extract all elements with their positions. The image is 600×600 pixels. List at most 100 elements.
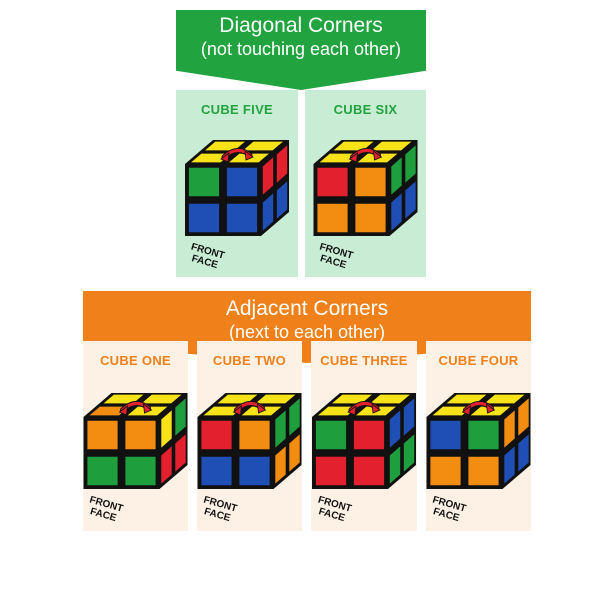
right-face [388,396,416,486]
front-face [187,166,259,234]
sticker [261,155,275,197]
sticker [482,393,527,405]
sticker [430,405,475,417]
cube-label: CUBE THREE [320,353,408,368]
front-face [314,419,386,487]
rotation-arrow-icon [118,401,153,416]
sticker [368,393,412,405]
sticker [160,444,173,486]
diagonal-corners-header: Diagonal Corners (not touching each othe… [176,10,426,90]
sticker [274,444,287,486]
front-face [200,419,271,487]
sticker [174,432,187,474]
sticker [388,444,402,486]
sticker [87,405,132,417]
sticker [429,419,462,451]
sticker [225,202,259,234]
sticker [369,140,414,152]
sticker [86,455,119,487]
cube-label: CUBE SIX [333,102,398,117]
sticker [402,432,416,474]
sticker [352,455,386,487]
sticker [314,455,348,487]
top-face [87,393,184,417]
sticker [124,419,157,451]
sticker [390,191,403,233]
sticker [124,455,157,487]
cube-label: CUBE FIVE [200,102,274,117]
sticker [288,396,301,438]
sticker [317,152,362,164]
right-face [390,143,417,233]
sticker [174,396,187,438]
sticker [275,143,289,185]
sticker [200,419,233,451]
front-face [429,419,500,487]
section-title: Adjacent Corners [225,297,389,320]
sticker [238,419,271,451]
cube-label: CUBE FOUR [438,353,519,368]
sticker [288,432,301,474]
sticker [86,419,119,451]
rotation-arrow-icon [461,401,496,416]
sticker [352,419,386,451]
sticker [225,166,259,198]
sticker [503,408,516,450]
sticker [404,143,417,185]
sticker [139,393,184,405]
sticker [517,432,530,474]
right-face [261,143,289,233]
sticker [314,419,348,451]
sticker [238,455,271,487]
right-face [160,396,187,486]
sticker [390,155,403,197]
sticker [160,408,173,450]
sticker [354,166,387,198]
sticker [404,179,417,221]
sticker [503,444,516,486]
sticker [467,419,500,451]
right-face [503,396,530,486]
sticker [467,455,500,487]
sticker [261,191,275,233]
sticker [274,408,287,450]
rotation-arrow-icon [348,148,383,163]
sticker [275,179,289,221]
front-face [316,166,387,234]
sticker [316,405,360,417]
sticker [388,408,402,450]
sticker [402,396,416,438]
rotation-arrow-icon [220,148,254,163]
cube-label: CUBE ONE [99,353,172,368]
sticker [201,405,246,417]
section-subtitle: (next to each other) [228,322,386,342]
rotation-arrow-icon [232,401,267,416]
sticker [187,166,221,198]
rotation-arrow-icon [347,401,381,416]
section-subtitle: (not touching each other) [200,39,402,59]
sticker [354,202,387,234]
section-title: Diagonal Corners [219,14,383,37]
sticker [200,455,233,487]
front-face [86,419,157,487]
sticker [316,166,349,198]
sticker [429,455,462,487]
